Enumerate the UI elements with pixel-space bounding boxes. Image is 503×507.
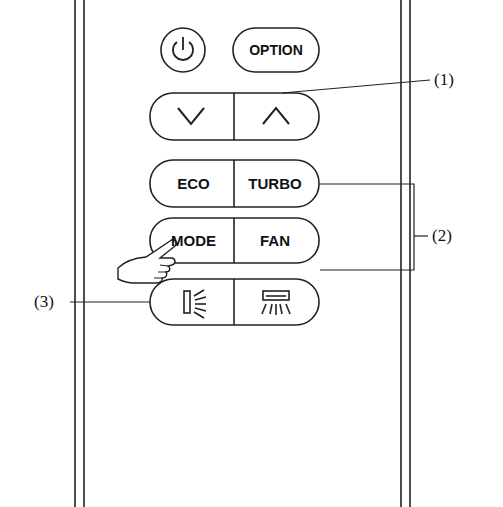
callout-number: (1) [434, 70, 454, 90]
eco-button: ECO [154, 162, 233, 205]
button-label: FAN [260, 232, 290, 249]
turbo-button: TURBO [235, 162, 315, 205]
fan-button: FAN [235, 220, 315, 261]
button-label: MODE [171, 232, 216, 249]
mode-button: MODE [154, 220, 233, 261]
button-label: ECO [177, 175, 210, 192]
callout-number: (2) [432, 226, 452, 246]
option-button: OPTION [237, 30, 315, 70]
button-label: OPTION [249, 42, 303, 58]
callout-number: (3) [34, 292, 54, 312]
button-label: TURBO [248, 175, 301, 192]
